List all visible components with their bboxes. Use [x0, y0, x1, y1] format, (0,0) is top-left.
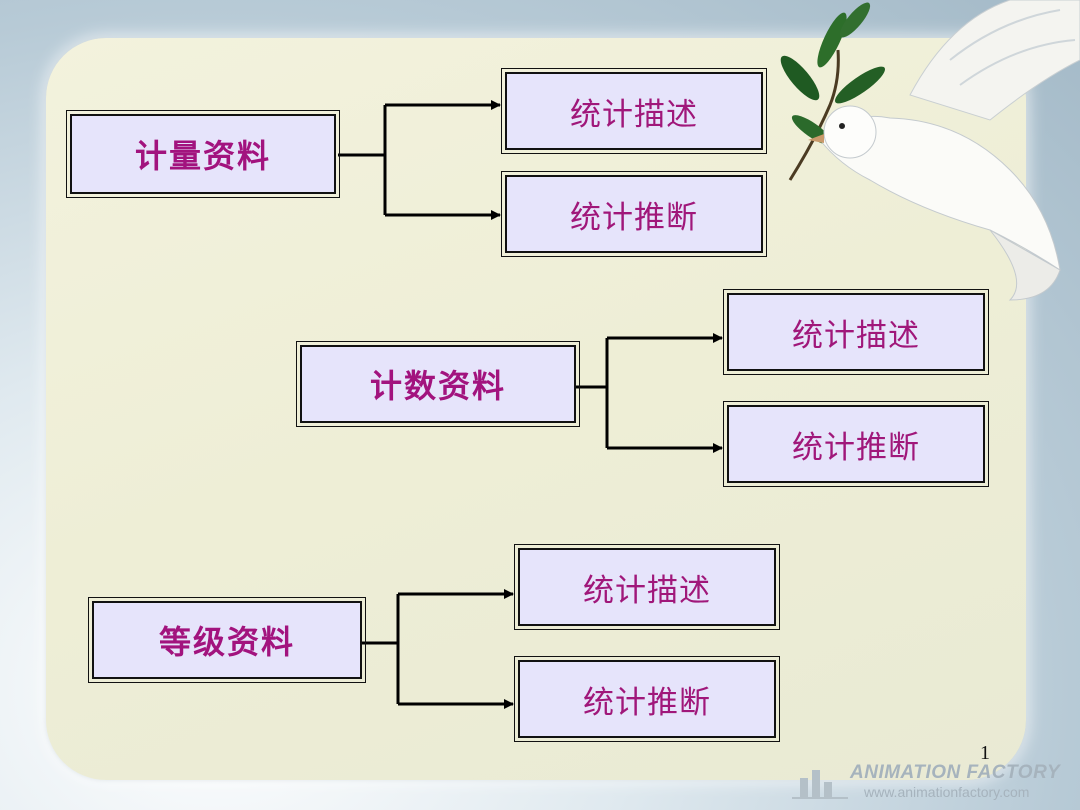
- group-1-connector: [338, 100, 501, 220]
- factory-logo-icon: [792, 770, 848, 799]
- branch-box-inference: 统计推断: [501, 171, 767, 257]
- category-box-count: 计数资料: [296, 341, 580, 427]
- branch-box-description: 统计描述: [723, 289, 989, 375]
- branch-box-inference: 统计推断: [514, 656, 780, 742]
- branch-box-description: 统计描述: [514, 544, 780, 630]
- group-2-connector: [558, 333, 723, 453]
- dove-with-olive-branch: [780, 0, 1080, 301]
- branch-box-inference: 统计推断: [723, 401, 989, 487]
- watermark-url: www.animationfactory.com: [864, 784, 1030, 800]
- group-3-connector: [348, 589, 514, 709]
- page-number: 1: [980, 742, 990, 764]
- branch-box-description: 统计描述: [501, 68, 767, 154]
- category-box-measurement: 计量资料: [66, 110, 340, 198]
- category-box-ordinal: 等级资料: [88, 597, 366, 683]
- watermark: ANIMATION FACTORY www.animationfactory.c…: [790, 760, 1075, 804]
- watermark-title: ANIMATION FACTORY: [850, 762, 1061, 783]
